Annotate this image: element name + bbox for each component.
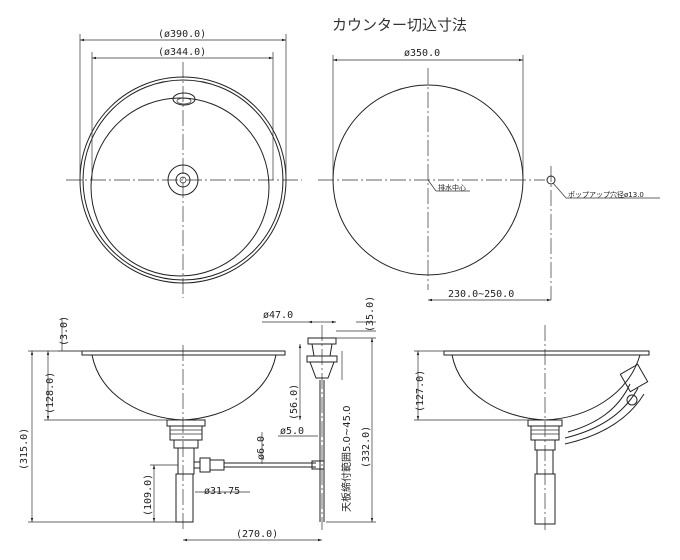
dim-outer-diameter: (ø390.0) — [158, 29, 206, 40]
overflow-hole — [172, 92, 196, 106]
side-bowl-profile — [451, 354, 641, 421]
drawing-title: カウンター切込寸法 — [332, 16, 467, 34]
basin-bowl-profile — [91, 354, 277, 421]
drain-center-label: 排水中心 — [438, 183, 466, 192]
dim-side-bowl-depth: (127.0) — [415, 370, 426, 412]
cutout-view: ø350.0 排水中心 ポップアップ穴径ø13.0 230.0~250.0 — [318, 48, 660, 302]
counter-clamp-range: 天板締付範囲5.0~45.0 — [340, 405, 353, 512]
dim-lever-diameter: ø47.0 — [263, 310, 293, 321]
dim-offset-range: 230.0~250.0 — [448, 289, 514, 300]
dim-cut-diameter: ø350.0 — [404, 48, 440, 59]
dim-inner-diameter: (ø344.0) — [158, 47, 206, 58]
dim-bowl-depth: (128.0) — [45, 372, 56, 414]
dim-rim-height: (3.0) — [59, 316, 70, 346]
dim-horizontal-length: (270.0) — [236, 529, 278, 540]
dim-cable-diameter: ø6.0 — [256, 436, 267, 460]
dim-rod-length: (56.0) — [289, 384, 300, 420]
dim-overall-height: (332.0) — [361, 426, 372, 468]
dim-pipe-diameter: ø31.75 — [204, 486, 240, 497]
popup-hole — [546, 175, 556, 185]
side-view: (127.0) — [414, 325, 650, 530]
plan-view: (ø390.0) (ø344.0) — [66, 29, 302, 298]
counter-cutout-circle — [332, 84, 524, 276]
popup-lever-knob — [307, 337, 337, 345]
dim-lever-height: (35.0) — [365, 296, 376, 332]
side-tail-pipe — [534, 473, 556, 525]
front-view: (3.0) (128.0) (315.0) (109.0) ø31.75 ø47… — [19, 296, 376, 542]
dim-trap-height: (109.0) — [143, 474, 154, 516]
popup-hole-label: ポップアップ穴径ø13.0 — [568, 190, 644, 199]
drain-outlet — [167, 164, 199, 196]
basin-inner-bowl — [90, 97, 270, 277]
dim-rod-diameter: ø5.0 — [280, 426, 304, 437]
dim-total-height: (315.0) — [19, 428, 30, 470]
tail-pipe — [175, 473, 194, 523]
